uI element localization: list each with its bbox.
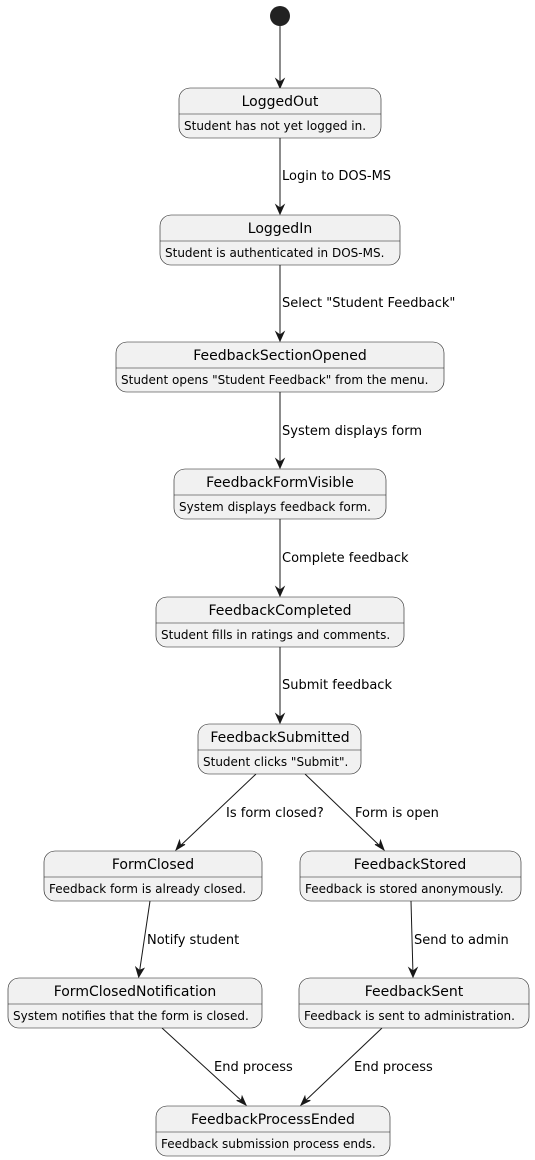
- transition-label-system-displays-form: System displays form: [282, 424, 422, 439]
- transition-label-form-is-open: Form is open: [355, 806, 439, 821]
- state-feedback-stored: FeedbackStored Feedback is stored anonym…: [299, 850, 522, 902]
- state-description: Feedback form is already closed.: [49, 882, 246, 896]
- edge-loggedout-loggedin: Login to DOS-MS: [274, 138, 391, 216]
- edge-submitted-stored: Form is open: [304, 773, 439, 852]
- state-feedback-process-ended: FeedbackProcessEnded Feedback submission…: [155, 1105, 391, 1157]
- state-logged-in: LoggedIn Student is authenticated in DOS…: [159, 214, 401, 266]
- state-title: FeedbackStored: [354, 857, 467, 873]
- transitions: Login to DOS-MS Select "Student Feedback…: [134, 26, 509, 1107]
- edge-formclosed-notification: Notify student: [134, 900, 239, 979]
- state-description: Student fills in ratings and comments.: [161, 628, 390, 642]
- state-title: FeedbackSubmitted: [210, 730, 349, 746]
- transition-label-end-process-left: End process: [214, 1060, 293, 1075]
- transition-label-send-to-admin: Send to admin: [414, 933, 509, 948]
- edge-sent-ended: End process: [299, 1027, 433, 1107]
- state-description: Student opens "Student Feedback" from th…: [121, 373, 428, 387]
- state-description: Student clicks "Submit".: [203, 755, 348, 769]
- state-title: FeedbackCompleted: [208, 603, 351, 619]
- state-description: Feedback is sent to administration.: [304, 1009, 515, 1023]
- state-title: FeedbackFormVisible: [206, 475, 354, 491]
- state-description: System notifies that the form is closed.: [13, 1009, 249, 1023]
- edge-completed-submitted: Submit feedback: [274, 647, 392, 725]
- edge-loggedin-sectionopened: Select "Student Feedback": [274, 265, 455, 343]
- state-description: Feedback is stored anonymously.: [305, 882, 504, 896]
- state-title: FeedbackProcessEnded: [191, 1112, 355, 1128]
- transition-label-submit-feedback: Submit feedback: [282, 678, 392, 693]
- state-logged-out: LoggedOut Student has not yet logged in.: [178, 87, 382, 139]
- state-title: FormClosed: [112, 857, 194, 873]
- state-title: FeedbackSectionOpened: [193, 348, 367, 364]
- transition-label-complete-feedback: Complete feedback: [282, 551, 409, 566]
- initial-state: [270, 6, 290, 26]
- state-form-closed-notification: FormClosedNotification System notifies t…: [7, 977, 263, 1029]
- transition-label-select-feedback: Select "Student Feedback": [282, 296, 455, 311]
- edge-submitted-formclosed: Is form closed?: [175, 773, 324, 852]
- state-title: FeedbackSent: [365, 984, 464, 1000]
- state-title: LoggedIn: [248, 221, 312, 237]
- state-description: System displays feedback form.: [179, 500, 371, 514]
- transition-label-notify-student: Notify student: [147, 933, 239, 948]
- transition-label-is-form-closed: Is form closed?: [226, 806, 324, 821]
- state-description: Student is authenticated in DOS-MS.: [165, 246, 384, 260]
- edge-sectionopened-formvisible: System displays form: [274, 392, 422, 470]
- state-feedback-sent: FeedbackSent Feedback is sent to adminis…: [298, 977, 530, 1029]
- state-form-closed: FormClosed Feedback form is already clos…: [43, 850, 263, 902]
- state-feedback-form-visible: FeedbackFormVisible System displays feed…: [173, 468, 387, 520]
- state-description: Feedback submission process ends.: [161, 1137, 376, 1151]
- states: LoggedOut Student has not yet logged in.…: [7, 87, 530, 1157]
- state-feedback-submitted: FeedbackSubmitted Student clicks "Submit…: [197, 723, 362, 775]
- edge-notification-ended: End process: [161, 1027, 293, 1107]
- edge-stored-sent: Send to admin: [407, 900, 509, 979]
- state-title: LoggedOut: [242, 94, 319, 110]
- state-title: FormClosedNotification: [54, 984, 217, 1000]
- edge-formvisible-completed: Complete feedback: [274, 519, 409, 598]
- transition-label-login: Login to DOS-MS: [282, 169, 391, 184]
- state-description: Student has not yet logged in.: [184, 119, 366, 133]
- edge-initial-loggedout: [274, 26, 286, 90]
- state-feedback-section-opened: FeedbackSectionOpened Student opens "Stu…: [115, 341, 445, 393]
- state-feedback-completed: FeedbackCompleted Student fills in ratin…: [155, 596, 405, 648]
- transition-label-end-process-right: End process: [354, 1060, 433, 1075]
